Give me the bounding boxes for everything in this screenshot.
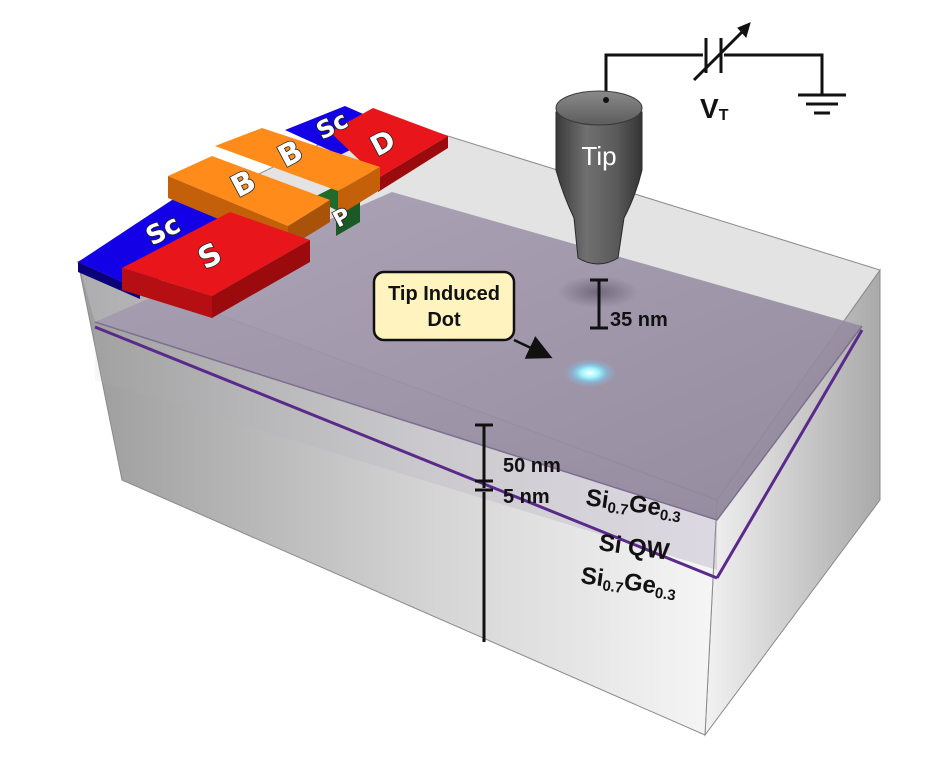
tip-induced-dot (564, 359, 616, 387)
tip-contact (603, 97, 609, 103)
well-thickness-label: 5 nm (503, 486, 550, 508)
layer-dimension-lines (475, 423, 493, 642)
tip-voltage-sub: T (719, 107, 729, 124)
tip-body (555, 111, 643, 265)
top-layer-front-tint (95, 322, 717, 570)
top-face-edge (94, 321, 863, 521)
barrier-2-gate-front (338, 167, 380, 216)
callout-arrow (513, 336, 553, 359)
tip-top-face (555, 90, 643, 126)
quantum-well-front-line (94, 325, 718, 580)
tip-circuit (604, 22, 846, 115)
drain-gate-side (378, 136, 448, 192)
tip-label: Tip (581, 141, 616, 171)
source-gate-front (122, 268, 212, 318)
tip-voltage-main: V (700, 93, 719, 124)
tip-height-label: 35 nm (610, 309, 668, 331)
callout-line-1: Tip Induced (388, 283, 500, 305)
tip-induced-dot-callout: Tip Induced Dot (372, 270, 553, 359)
gate-stack: Sc S B B Sc D P (78, 105, 448, 318)
variable-arrow-head (737, 22, 751, 39)
circuit-wire-right (724, 53, 824, 94)
circuit-wire-left (604, 53, 703, 98)
tip-height-dimension (590, 278, 608, 330)
quantum-well-right-line (715, 329, 864, 579)
sc-left-gate-top (78, 198, 252, 290)
barrier-2-gate-top (215, 128, 380, 191)
variable-arrow-line (692, 28, 746, 82)
tip-voltage-label: VT (700, 93, 729, 124)
source-gate-top (122, 212, 310, 296)
stm-tip: Tip (555, 90, 643, 265)
drain-gate-top (330, 108, 448, 178)
bottom-layer-label: Si0.7Ge0.3 (579, 562, 679, 604)
source-gate-side (212, 240, 310, 318)
barrier-1-gate-top (168, 156, 330, 226)
callout-box (372, 270, 516, 342)
top-layer-thickness-label: 50 nm (503, 455, 561, 477)
top-layer-label: Si0.7Ge0.3 (584, 484, 684, 526)
callout-line-2: Dot (427, 309, 461, 331)
